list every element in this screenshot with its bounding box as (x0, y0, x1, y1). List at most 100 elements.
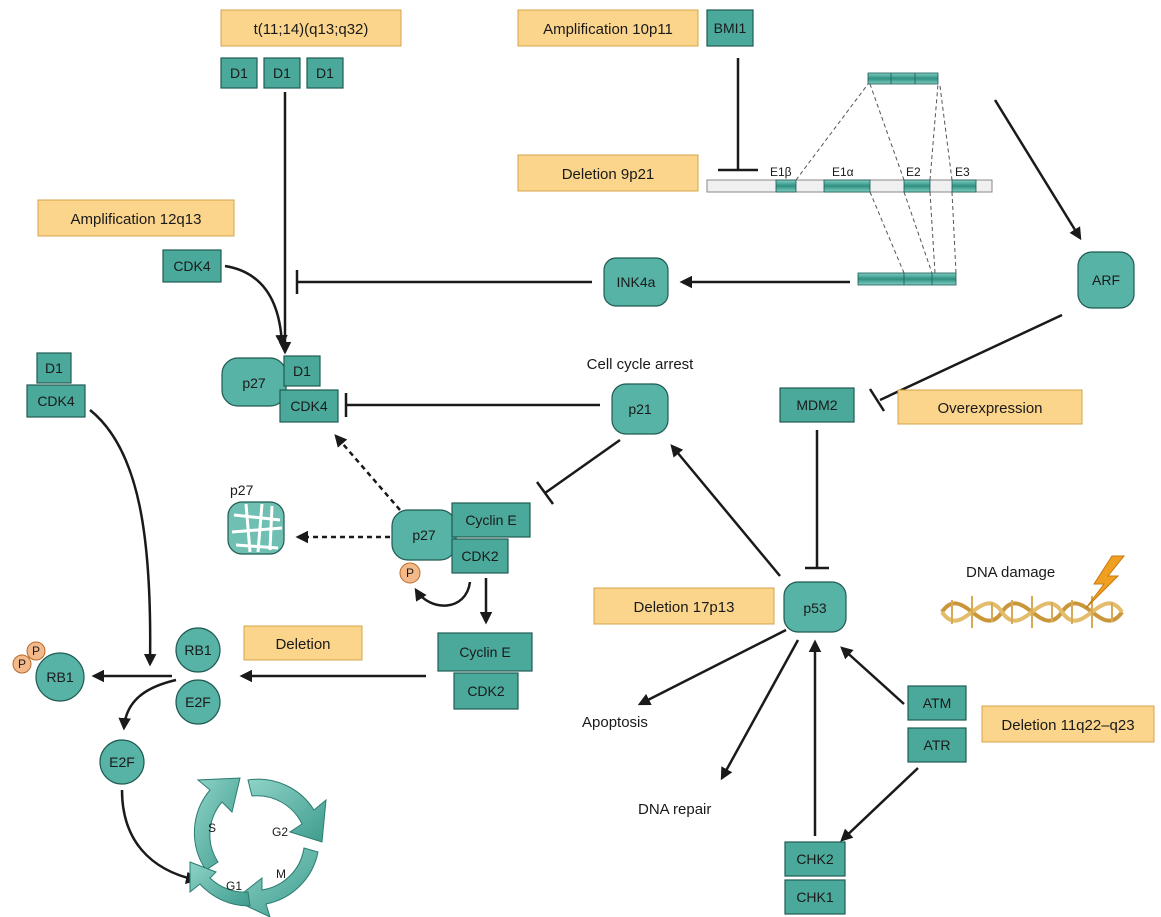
deletion-11q-label: Deletion 11q22–q23 (981, 705, 1155, 743)
d1-in-complex (283, 355, 321, 387)
p27-degraded-label: p27 (230, 482, 254, 498)
svg-text:Overexpression: Overexpression (937, 400, 1042, 417)
arrow-d1cdk4-to-rb1 (89, 409, 157, 667)
overexpression-label: Overexpression (897, 389, 1083, 425)
apoptosis-text: Apoptosis (582, 714, 648, 731)
deletion-rb1-label: Deletion (243, 625, 363, 661)
deletion-9p21-label: Deletion 9p21 (517, 154, 699, 192)
e2f-free-node: E2F (99, 739, 145, 785)
cdk4-in-complex (279, 389, 339, 423)
svg-text:p21: p21 (628, 401, 652, 417)
svg-text:INK4a: INK4a (617, 274, 656, 290)
svg-text:CHK1: CHK1 (796, 889, 834, 905)
svg-text:Cyclin E: Cyclin E (465, 512, 516, 528)
cdk4-amplified-node: CDK4 (162, 249, 222, 283)
amplification-10p11-label: Amplification 10p11 (517, 9, 699, 47)
rb1-phosphorylated-node: RB1 (35, 652, 85, 702)
mdm2-node: MDM2 (779, 387, 855, 423)
cycle-s-label: S (208, 821, 216, 835)
deletion-17p13-label: Deletion 17p13 (593, 587, 775, 625)
phosphate-rb1-a: P (26, 641, 46, 661)
arf-transcript (867, 72, 939, 85)
svg-text:Deletion 11q22–q23: Deletion 11q22–q23 (1001, 717, 1134, 734)
p27-d1-cdk4-complex: p27 D1 CDK4 (221, 355, 339, 423)
cdk4-left-node: CDK4 (26, 384, 86, 418)
bmi1-node: BMI1 (706, 9, 754, 47)
cycle-g2-label: G2 (272, 825, 288, 839)
svg-text:D1: D1 (293, 363, 311, 379)
ink4a-node: INK4a (603, 257, 669, 307)
cycle-m-label: M (276, 867, 286, 881)
svg-text:P: P (32, 644, 40, 658)
dna-damage-text: DNA damage (966, 564, 1055, 581)
translocation-label: t(11;14)(q13;q32) (220, 9, 402, 47)
dashed-arrow-p27-to-complex (334, 434, 401, 511)
arrow-cdk4-to-complex (224, 264, 288, 348)
svg-text:P: P (18, 657, 26, 671)
cell-cycle-wheel (189, 777, 327, 917)
svg-text:RB1: RB1 (184, 642, 211, 658)
exon-e1b-label: E1β (770, 165, 792, 179)
chk2-node: CHK2 (784, 841, 846, 877)
svg-text:ARF: ARF (1092, 272, 1120, 288)
p21-node: p21 (611, 383, 669, 435)
p53-node: p53 (783, 581, 847, 633)
arrow-e2f-to-cycle (120, 789, 199, 884)
svg-text:Deletion: Deletion (275, 636, 330, 653)
svg-text:CDK2: CDK2 (467, 683, 505, 699)
svg-text:D1: D1 (230, 65, 248, 81)
svg-text:p53: p53 (803, 600, 827, 616)
svg-text:E2F: E2F (109, 754, 135, 770)
svg-text:E2F: E2F (185, 694, 211, 710)
amplification-12q13-label: Amplification 12q13 (37, 199, 235, 237)
cdk2-box-2 (453, 672, 519, 710)
svg-text:CDK4: CDK4 (290, 398, 328, 414)
svg-text:p27: p27 (242, 375, 266, 391)
cdk2-box-1 (451, 538, 509, 574)
inhibit-bar-mdm2 (868, 388, 886, 412)
svg-text:ATR: ATR (924, 737, 951, 753)
svg-text:ATM: ATM (923, 695, 952, 711)
p27-degraded-icon (227, 501, 285, 555)
svg-text:Cyclin E: Cyclin E (459, 644, 510, 660)
p27-cyclin-e-cdk2-complex: p27 Cyclin E CDK2 (391, 502, 531, 574)
inhibit-p21-to-cdk2 (544, 438, 621, 495)
svg-text:CHK2: CHK2 (796, 851, 834, 867)
svg-text:CDK4: CDK4 (37, 393, 75, 409)
atm-node: ATM (907, 685, 967, 721)
arrow-p53-to-apoptosis (637, 628, 787, 706)
d1-box-2: D1 (263, 57, 301, 89)
cell-cycle-arrest-text: Cell cycle arrest (587, 356, 695, 373)
ink4a-arf-locus (706, 179, 993, 193)
inhibit-bar-p21-cdk2 (535, 481, 555, 505)
svg-text:D1: D1 (273, 65, 291, 81)
dna-helix-icon (940, 596, 1124, 628)
splicing-lines (795, 83, 957, 274)
arrow-transcript-to-arf (993, 99, 1082, 241)
svg-text:CDK2: CDK2 (461, 548, 499, 564)
atr-node: ATR (907, 727, 967, 763)
svg-text:RB1: RB1 (46, 669, 73, 685)
exon-e2-label: E2 (906, 165, 921, 179)
exon-e3-label: E3 (955, 165, 970, 179)
svg-text:Amplification 10p11: Amplification 10p11 (543, 21, 673, 38)
svg-text:BMI1: BMI1 (714, 20, 747, 36)
d1-box-3: D1 (306, 57, 344, 89)
svg-text:D1: D1 (316, 65, 334, 81)
svg-text:t(11;14)(q13;q32): t(11;14)(q13;q32) (254, 21, 369, 38)
inhibit-arf-to-mdm2 (879, 313, 1063, 402)
cyclin-e-cdk2-free: Cyclin E CDK2 (437, 632, 533, 710)
arrow-p53-to-p21 (670, 444, 781, 577)
cyclin-e-box-1 (451, 502, 531, 538)
svg-text:Amplification 12q13: Amplification 12q13 (71, 211, 202, 228)
arrow-cdk2-phosphorylates-p27 (414, 581, 472, 607)
svg-text:CDK4: CDK4 (173, 258, 211, 274)
phosphate-p27: P (399, 562, 421, 584)
lightning-icon (1085, 555, 1126, 609)
svg-text:P: P (406, 566, 414, 580)
rb1-node: RB1 (175, 627, 221, 673)
ink4a-transcript (857, 272, 957, 286)
e2f-bound-node: E2F (175, 679, 221, 725)
exon-e1a-label: E1α (832, 165, 854, 179)
